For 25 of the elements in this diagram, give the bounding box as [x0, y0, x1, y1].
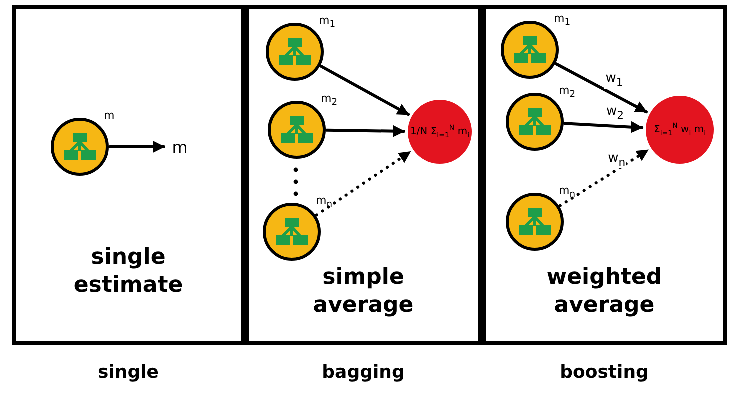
output-label: m	[172, 138, 188, 156]
arrow	[563, 121, 644, 134]
model-label: m$_{1}$	[319, 14, 336, 30]
formula: 1/N Σ$_{i=1}$$^{N}$ m$_{i}$	[410, 124, 470, 140]
model-label: m	[104, 109, 115, 122]
model-label: m$_{1}$	[554, 12, 571, 28]
arrow	[558, 148, 650, 208]
panel-caption: simple average	[312, 264, 415, 319]
panel-frame	[482, 5, 727, 345]
method-label: single	[98, 362, 159, 383]
model-label: m$_{2}$	[321, 92, 338, 108]
arrow	[320, 65, 410, 116]
method-label: bagging	[322, 362, 405, 383]
panel-frame	[245, 5, 482, 345]
model-label: m$_{2}$	[559, 84, 576, 100]
arrow	[315, 150, 412, 217]
method-label: boosting	[560, 362, 649, 383]
arrow	[108, 141, 166, 153]
arrow	[554, 62, 648, 114]
panel-caption: weighted average	[546, 264, 664, 319]
panel-frame	[12, 5, 245, 345]
formula: Σ$_{i=1}$$^{N}$ w$_{i}$ m$_{i}$	[654, 122, 706, 138]
model-label: m$_{n}$	[559, 184, 576, 200]
arrow	[326, 125, 406, 138]
panel-caption: single estimate	[72, 244, 184, 299]
